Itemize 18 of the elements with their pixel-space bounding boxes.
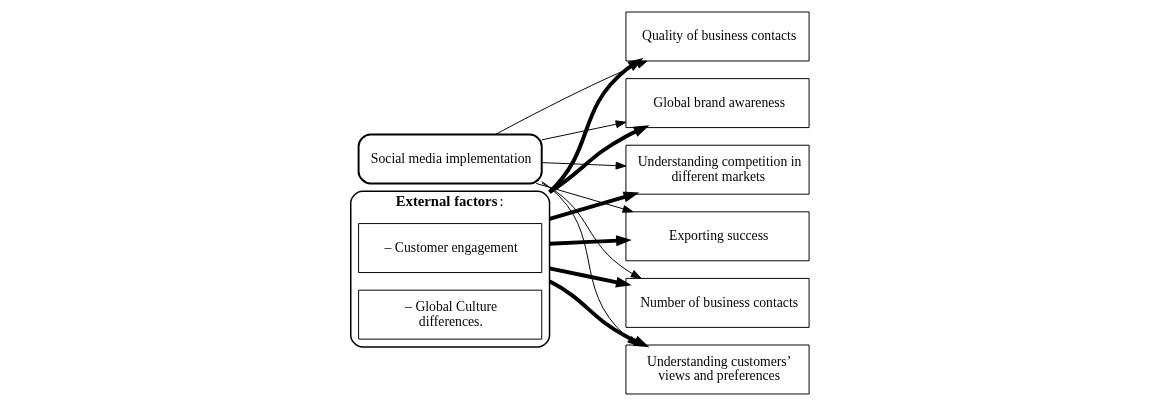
node-box: Quality of business contacts: [625, 11, 810, 62]
arrow: [541, 120, 627, 141]
node-box: Exporting success: [625, 211, 810, 262]
node-box: Understanding customers’ views and preferences: [625, 344, 810, 395]
arrow: [548, 125, 650, 194]
node-box: Social media implementation: [357, 133, 543, 185]
node-box: Number of business contacts: [625, 277, 810, 328]
arrow: [548, 57, 644, 194]
node-box: Global brand awareness: [625, 78, 810, 129]
arrow: [549, 235, 632, 247]
arrow: [535, 182, 634, 213]
node-box: – Global Culture differences.: [358, 289, 543, 340]
node-box: – Customer engagement: [358, 223, 543, 273]
arrow: [549, 266, 632, 288]
arrow: [549, 191, 640, 221]
node-box: Understanding competition in different markets: [625, 144, 810, 195]
arrow: [541, 161, 627, 170]
arrow: [541, 182, 642, 279]
